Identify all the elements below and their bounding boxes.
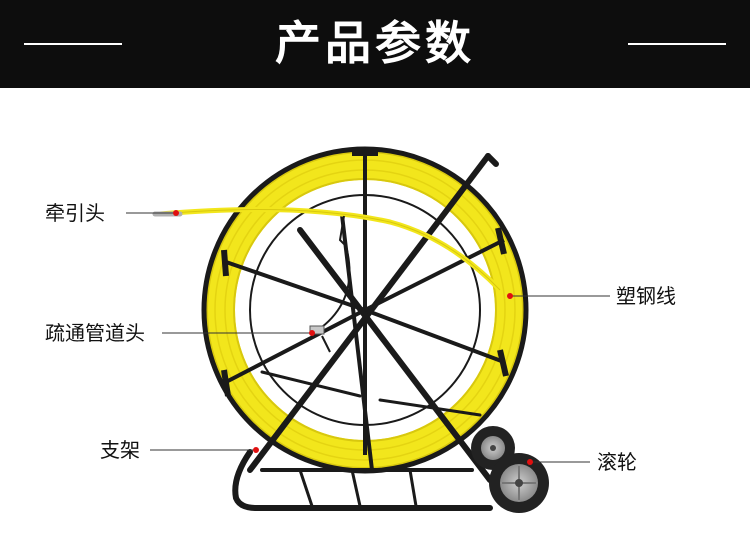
label-wheel: 滚轮 bbox=[597, 450, 637, 474]
label-fiberglass-rod: 塑钢线 bbox=[616, 284, 676, 308]
banner-rule-left bbox=[24, 43, 122, 45]
label-dredge-head: 疏通管道头 bbox=[45, 321, 145, 345]
page-title: 产品参数 bbox=[275, 16, 475, 70]
callout-lines bbox=[126, 212, 610, 463]
label-pull-head: 牵引头 bbox=[45, 201, 105, 225]
title-banner: 产品参数 bbox=[0, 0, 750, 88]
wheel-front bbox=[489, 453, 549, 513]
banner-rule-right bbox=[628, 43, 726, 45]
label-stand: 支架 bbox=[100, 438, 140, 462]
reel-frame bbox=[201, 146, 529, 474]
dredge-head bbox=[309, 215, 351, 353]
stand-frame bbox=[232, 153, 499, 511]
callout-markers bbox=[173, 210, 533, 465]
